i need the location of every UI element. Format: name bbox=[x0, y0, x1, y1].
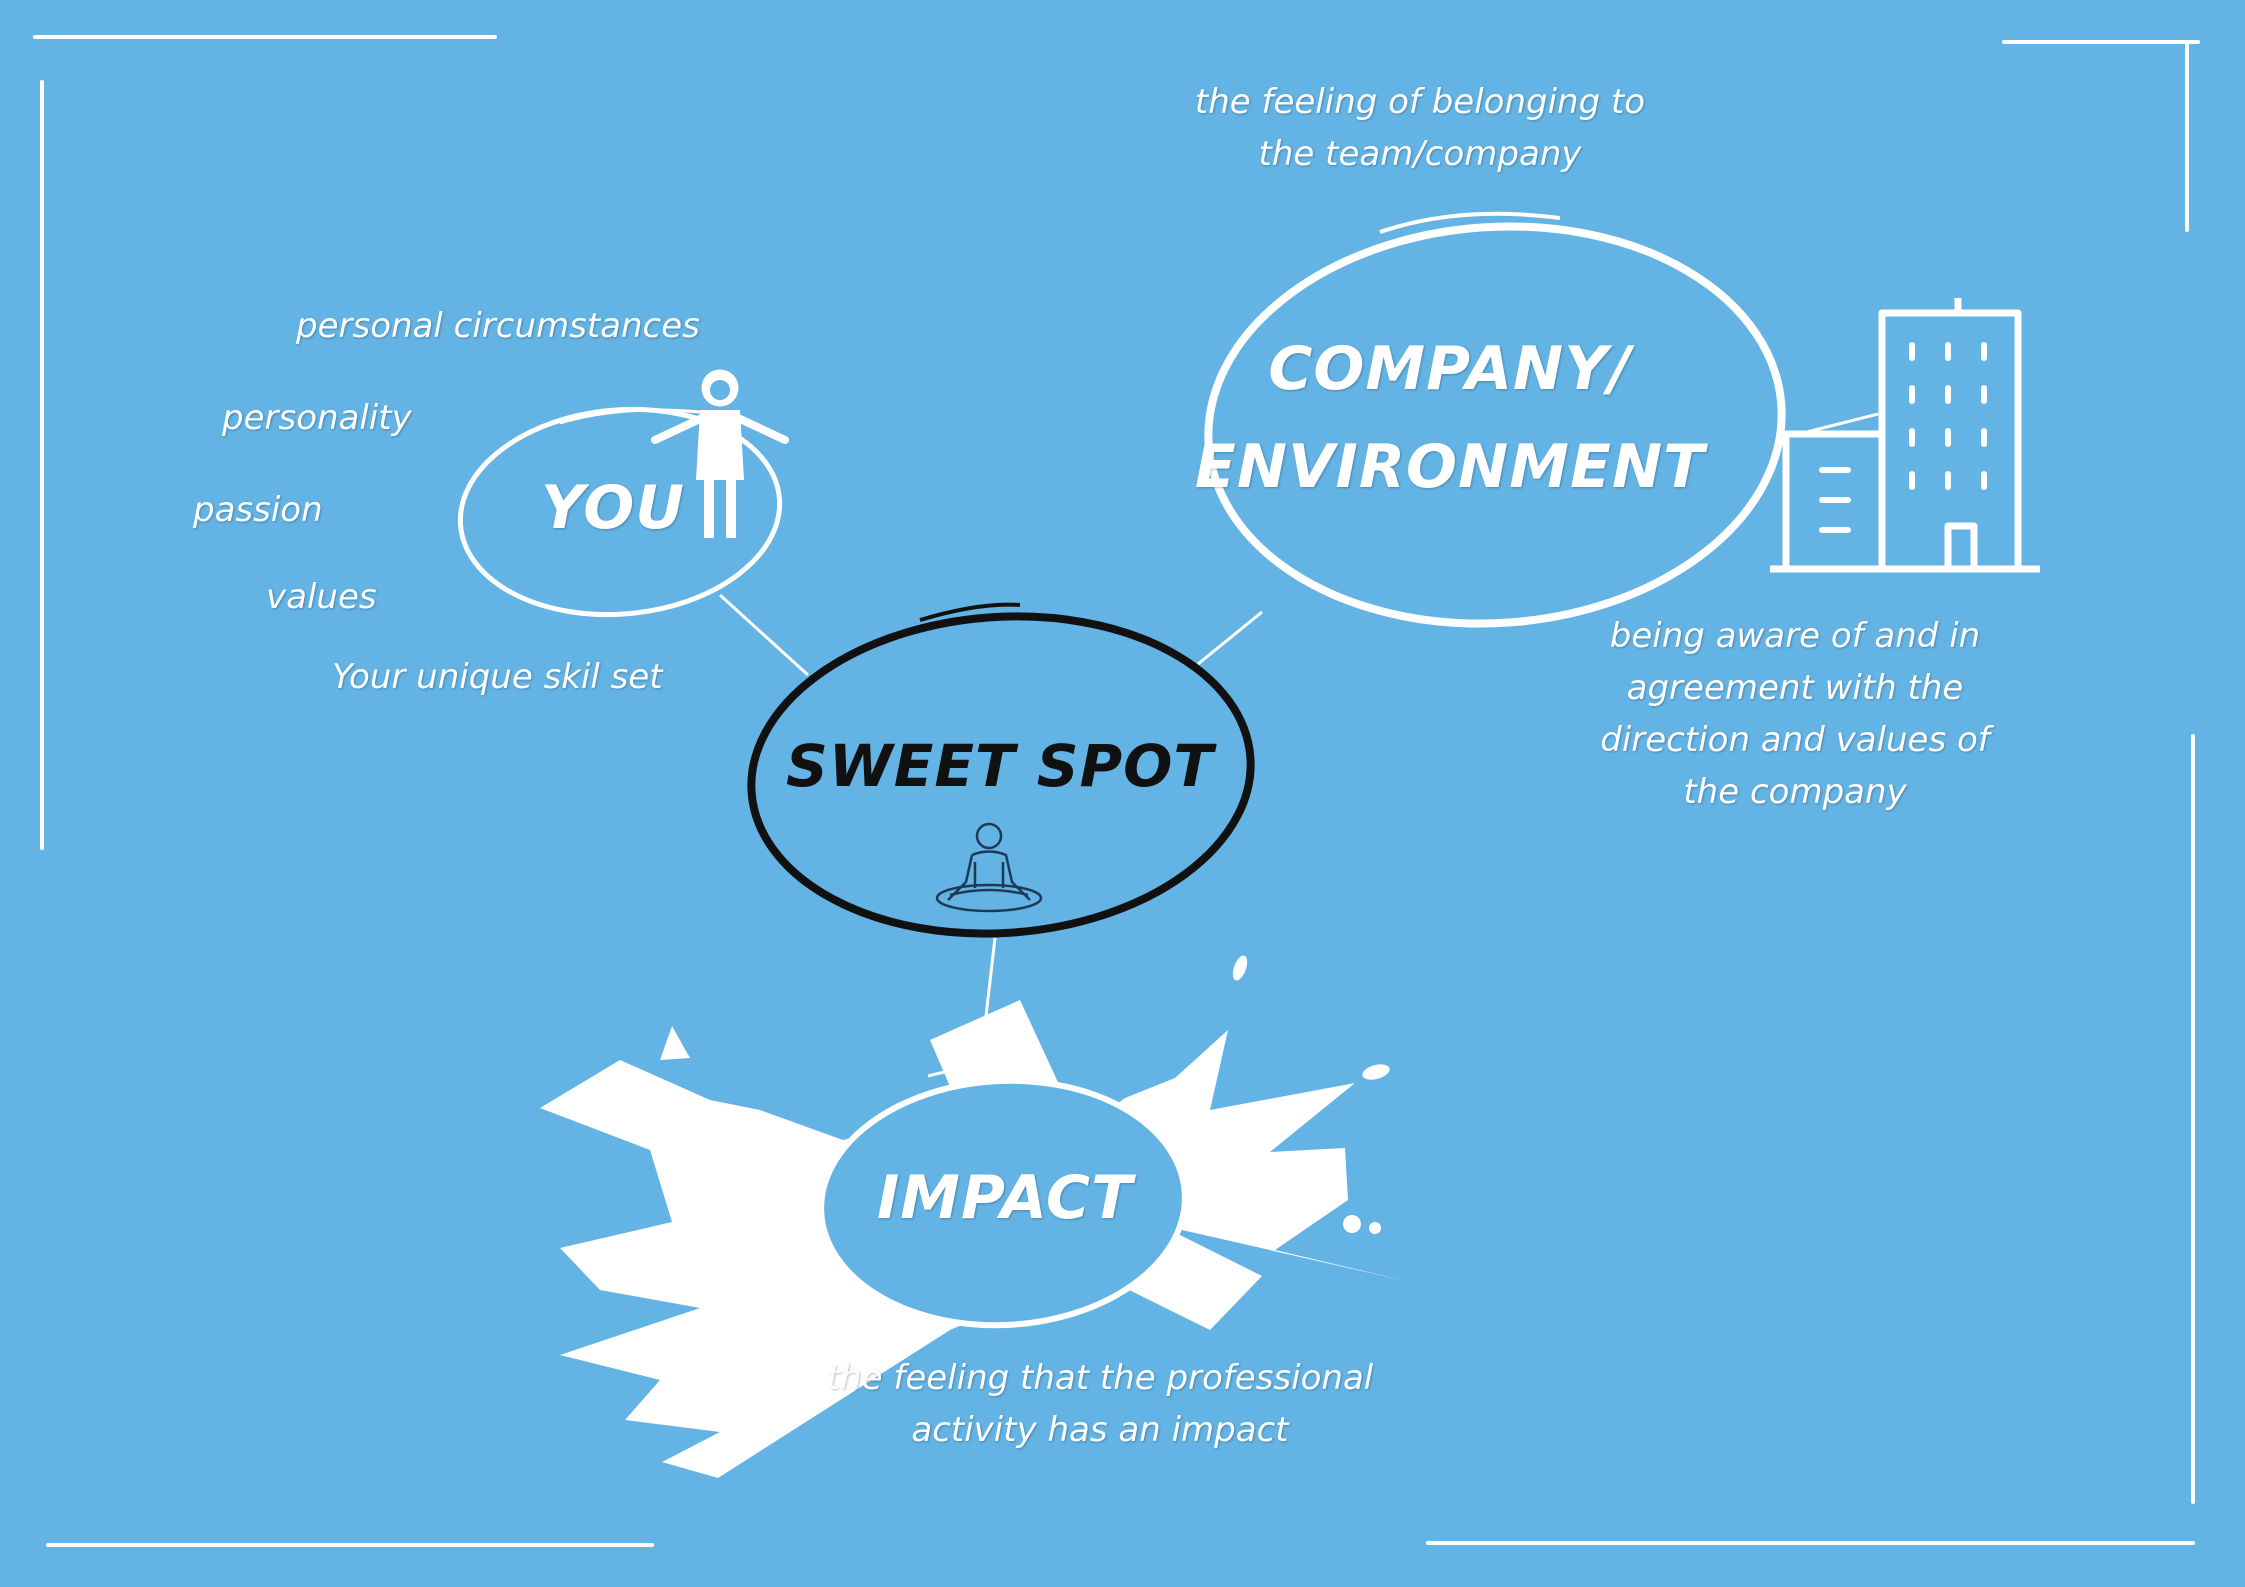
company-note-side: being aware of and in agreement with the… bbox=[1540, 610, 2050, 818]
sweet-spot-ellipse bbox=[747, 602, 1255, 938]
impact-note: the feeling that the professional activi… bbox=[790, 1352, 1410, 1456]
building-icon bbox=[1770, 298, 2040, 573]
company-note-top-line2: the team/company bbox=[1258, 134, 1582, 174]
company-label-line2: ENVIRONMENT bbox=[1194, 432, 1706, 502]
sweet-spot-label: SWEET SPOT bbox=[786, 732, 1214, 800]
company-label: COMPANY/ ENVIRONMENT bbox=[1170, 320, 1730, 516]
you-trait-values: values bbox=[266, 577, 377, 617]
company-note-top-line1: the feeling of belonging to bbox=[1194, 82, 1646, 122]
impact-label: IMPACT bbox=[876, 1163, 1134, 1233]
you-trait-passion: passion bbox=[193, 490, 323, 530]
company-note-side-line2: agreement with the bbox=[1626, 668, 1964, 708]
impact-note-line1: the feeling that the professional bbox=[826, 1358, 1374, 1398]
company-ellipse bbox=[1204, 211, 1786, 628]
impact-note-line2: activity has an impact bbox=[911, 1410, 1289, 1450]
meditation-icon bbox=[935, 822, 1043, 913]
company-note-side-line1: being aware of and in bbox=[1609, 616, 1981, 656]
impact-ellipse bbox=[818, 1062, 1188, 1329]
you-trait-personality: personality bbox=[222, 398, 412, 438]
you-label: YOU bbox=[540, 473, 686, 543]
company-note-side-line3: direction and values of bbox=[1600, 720, 1990, 760]
frame-lines bbox=[33, 35, 2200, 1547]
you-ellipse bbox=[457, 406, 783, 618]
you-trait-personal-circumstances: personal circumstances bbox=[296, 306, 700, 346]
person-icon bbox=[651, 369, 789, 538]
you-trait-skill-set: Your unique skil set bbox=[332, 657, 663, 697]
company-note-side-line4: the company bbox=[1683, 772, 1907, 812]
company-note-top: the feeling of belonging to the team/com… bbox=[1140, 76, 1700, 180]
company-label-line1: COMPANY/ bbox=[1268, 334, 1632, 404]
